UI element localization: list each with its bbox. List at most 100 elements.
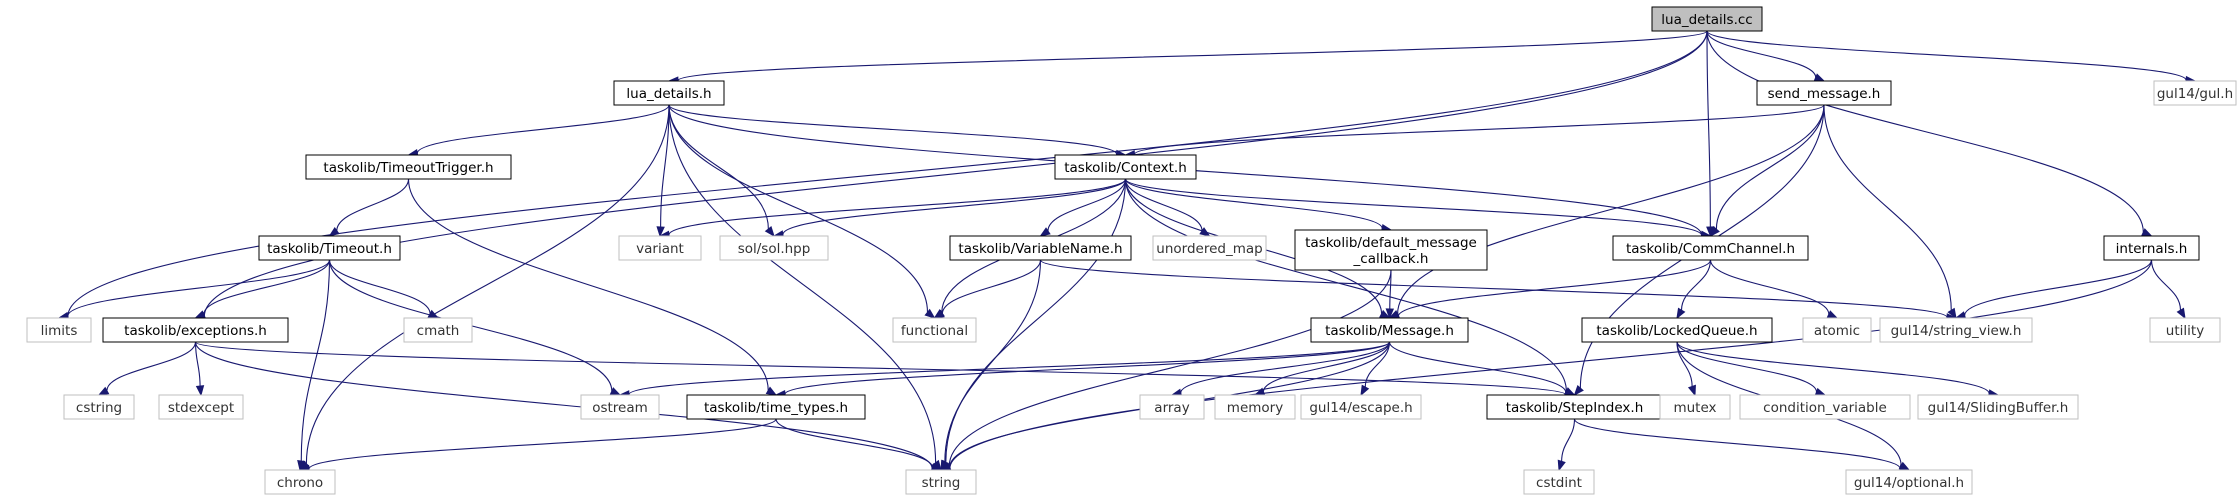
edge-time_types_h-to-chrono — [298, 418, 777, 474]
edge-line — [1823, 104, 1952, 311]
edge-lua_details_cc-to-send_message_h — [1706, 30, 1826, 82]
node-box — [949, 235, 1132, 261]
node-ostream: ostream — [580, 394, 660, 420]
edge-arrowhead — [1573, 385, 1584, 397]
node-label: _callback.h — [1353, 251, 1429, 267]
node-time_types_h[interactable]: taskolib/time_types.h — [686, 394, 866, 420]
node-label: cstring — [76, 400, 122, 416]
node-box — [1845, 469, 1973, 495]
node-lua_details_h[interactable]: lua_details.h — [613, 80, 725, 106]
node-box — [403, 317, 473, 343]
node-box — [26, 317, 92, 343]
edge-line — [1561, 418, 1576, 462]
node-box — [905, 469, 977, 495]
edge-line — [775, 418, 933, 468]
node-box — [63, 394, 135, 420]
edge-arrowhead — [1814, 387, 1827, 396]
edge-line — [328, 259, 431, 314]
node-box — [264, 469, 336, 495]
edge-default_msg_cb_h-to-string — [939, 269, 1392, 471]
edge-line — [1676, 341, 1990, 394]
node-label: lua_details.cc — [1661, 12, 1752, 28]
node-variable_name_h[interactable]: taskolib/VariableName.h — [949, 235, 1132, 261]
node-exceptions_h[interactable]: taskolib/exceptions.h — [102, 317, 289, 343]
edge-arrowhead — [1709, 226, 1720, 238]
node-comm_channel_h[interactable]: taskolib/CommChannel.h — [1612, 235, 1809, 261]
edge-line — [1715, 104, 1825, 230]
edge-lua_details_h-to-timeout_trigger_h — [407, 104, 670, 158]
edge-timeout_h-to-limits — [57, 259, 331, 321]
edge-line — [308, 418, 777, 470]
edge-line — [948, 269, 1392, 467]
edge-line — [782, 178, 1127, 235]
node-label: functional — [901, 323, 968, 339]
node-cmath: cmath — [403, 317, 473, 343]
edge-arrowhead — [1379, 309, 1391, 319]
node-send_message_h[interactable]: send_message.h — [1756, 80, 1892, 106]
node-label: taskolib/time_types.h — [704, 400, 848, 416]
node-box — [1214, 394, 1296, 420]
node-label: taskolib/VariableName.h — [958, 241, 1122, 257]
edge-line — [1964, 259, 2153, 316]
edge-line — [106, 341, 197, 391]
edge-line — [67, 259, 331, 317]
node-label: send_message.h — [1768, 86, 1881, 102]
node-context_h[interactable]: taskolib/Context.h — [1054, 154, 1197, 180]
node-label: gul14/gul.h — [2157, 86, 2233, 102]
node-label: taskolib/exceptions.h — [124, 323, 267, 339]
node-cstring: cstring — [63, 394, 135, 420]
edge-line — [1124, 178, 1383, 229]
node-unordered_map: unordered_map — [1152, 235, 1267, 261]
edge-line — [628, 341, 1391, 395]
node-message_h[interactable]: taskolib/Message.h — [1310, 317, 1469, 343]
edge-lua_details_h-to-variant — [656, 104, 670, 238]
node-label: atomic — [1814, 323, 1860, 339]
node-locked_queue_h[interactable]: taskolib/LockedQueue.h — [1581, 317, 1773, 343]
node-step_index_h[interactable]: taskolib/StepIndex.h — [1486, 394, 1663, 420]
node-label: taskolib/StepIndex.h — [1506, 400, 1644, 416]
node-label: cstdint — [1536, 475, 1582, 491]
node-label: cmath — [417, 323, 460, 339]
edge-arrowhead — [97, 386, 110, 396]
node-label: gul14/string_view.h — [1891, 323, 2022, 339]
edge-comm_channel_h-to-locked_queue_h — [1676, 259, 1712, 320]
edge-lua_details_h-to-functional — [668, 104, 936, 319]
edge-line — [1573, 418, 1901, 469]
edge-line — [1039, 259, 1948, 318]
node-box — [892, 317, 977, 343]
node-chrono: chrono — [264, 469, 336, 495]
node-label: ostream — [592, 400, 648, 416]
edge-exceptions_h-to-stdexcept — [194, 341, 205, 397]
edge-arrowhead — [1676, 307, 1686, 320]
edge-arrowhead — [1557, 459, 1566, 472]
node-timeout_trigger_h[interactable]: taskolib/TimeoutTrigger.h — [305, 154, 512, 180]
node-box — [1139, 394, 1205, 420]
node-timeout_h[interactable]: taskolib/Timeout.h — [258, 235, 401, 261]
node-label: unordered_map — [1156, 241, 1262, 257]
node-gul14_gul_h: gul14/gul.h — [2153, 80, 2237, 106]
edge-line — [941, 259, 1042, 314]
edge-time_types_h-to-string — [775, 418, 943, 472]
edge-lua_details_h-to-context_h — [668, 104, 1127, 159]
edge-arrowhead — [1360, 384, 1370, 397]
edge-lua_details_h-to-sol_hpp — [668, 104, 775, 238]
edge-timeout_trigger_h-to-timeout_h — [328, 178, 410, 237]
node-label: taskolib/Message.h — [1325, 323, 1454, 339]
edge-line — [336, 178, 410, 231]
edge-line — [1388, 341, 1567, 393]
edge-message_h-to-step_index_h — [1388, 341, 1576, 397]
node-internals_h[interactable]: internals.h — [2103, 235, 2200, 261]
edge-line — [677, 30, 1708, 82]
edge-send_message_h-to-message_h — [1388, 104, 1825, 319]
node-default_msg_cb_h[interactable]: taskolib/default_message_callback.h — [1294, 229, 1488, 271]
node-label: taskolib/default_message — [1305, 235, 1477, 251]
edge-arrowhead — [195, 385, 205, 397]
node-label: array — [1154, 400, 1189, 416]
node-box — [305, 154, 512, 180]
edge-line — [1706, 30, 1711, 228]
edge-line — [407, 178, 769, 391]
edge-line — [1706, 30, 2144, 233]
edge-message_h-to-ostream — [618, 341, 1391, 399]
node-label: mutex — [1673, 400, 1716, 416]
node-box — [580, 394, 660, 420]
